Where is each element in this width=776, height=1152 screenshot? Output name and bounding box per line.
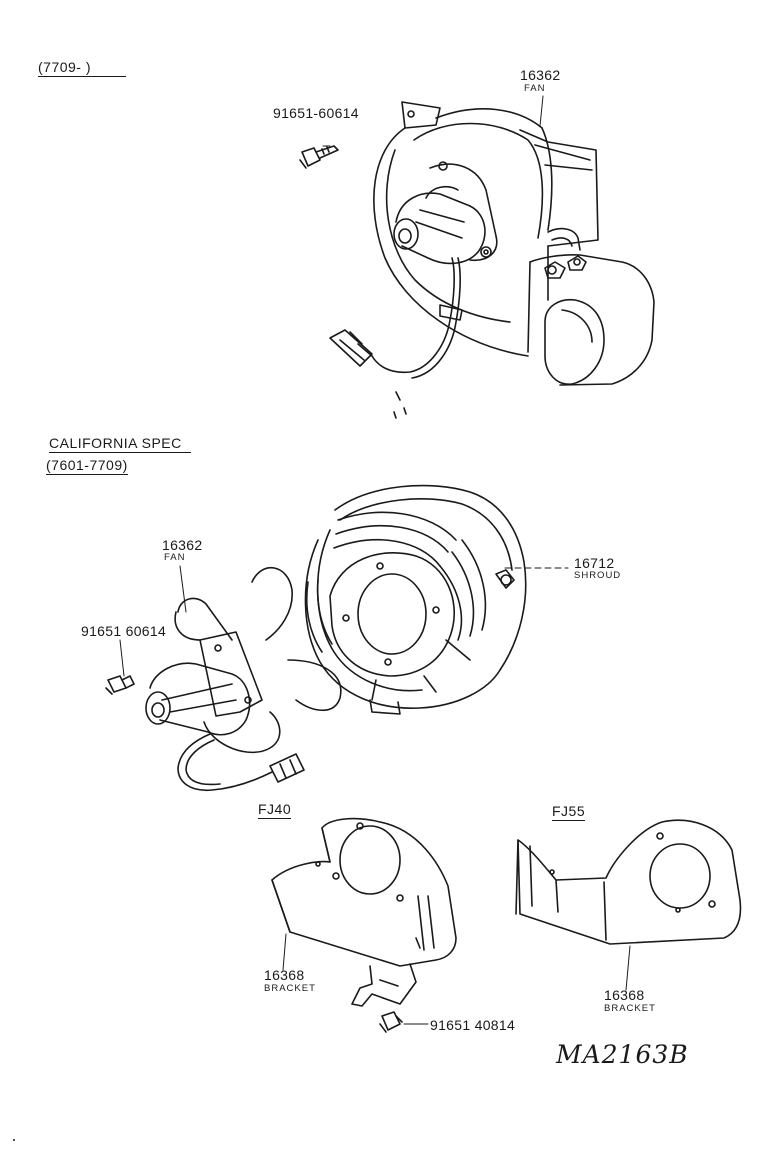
figure-code: MA2163B bbox=[556, 1040, 689, 1069]
fan-upper-part-number: 16362 bbox=[520, 67, 561, 83]
screw-bracket-icon bbox=[380, 1012, 402, 1032]
bracket-fj55 bbox=[516, 820, 740, 944]
bracket-fj40-part-number: 16368 bbox=[264, 967, 305, 983]
upper-fan-assembly bbox=[330, 102, 654, 418]
bracket-fj40 bbox=[272, 819, 456, 1006]
screw-upper-part-number: 91651-60614 bbox=[273, 105, 359, 121]
shroud-assembly bbox=[305, 486, 525, 714]
screw-upper-icon bbox=[300, 146, 338, 168]
shroud-part-number: 16712 bbox=[574, 555, 615, 571]
bracket-fj55-part-number: 16368 bbox=[604, 987, 645, 1003]
variant-fj40-label: FJ40 bbox=[258, 801, 292, 819]
lower-fan-assembly bbox=[146, 568, 341, 791]
shroud-part-name: SHROUD bbox=[574, 570, 622, 581]
screw-lower-part-number: 91651 60614 bbox=[81, 623, 167, 639]
california-date-range: (7601-7709) bbox=[46, 457, 128, 475]
variant-fj55-label: FJ55 bbox=[552, 803, 586, 821]
fan-lower-part-name: FAN bbox=[164, 552, 186, 563]
bracket-fj40-part-name: BRACKET bbox=[264, 983, 316, 994]
screw-lower-icon bbox=[106, 676, 134, 694]
bracket-fj55-part-name: BRACKET bbox=[604, 1003, 656, 1014]
header-date-range: (7709- ) bbox=[38, 60, 126, 77]
fan-lower-part-number: 16362 bbox=[162, 537, 203, 553]
scan-speck bbox=[13, 1139, 15, 1141]
fan-upper-part-name: FAN bbox=[524, 83, 546, 94]
screw-bracket-part-number: 91651 40814 bbox=[430, 1017, 516, 1033]
california-spec-title: CALIFORNIA SPEC bbox=[49, 436, 191, 453]
leader-lines bbox=[120, 96, 630, 1024]
